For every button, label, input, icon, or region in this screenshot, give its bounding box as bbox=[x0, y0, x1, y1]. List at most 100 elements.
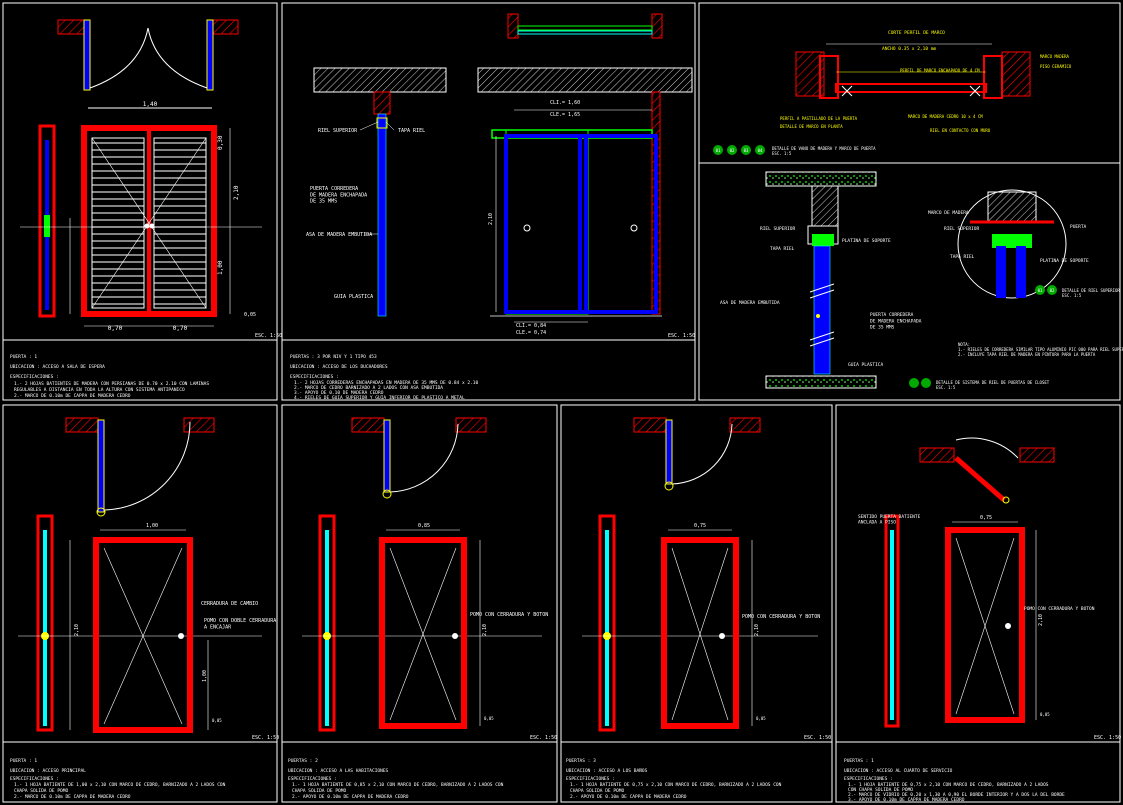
svg-text:UBICACION : ACCESO PRINCIPAL: UBICACION : ACCESO PRINCIPAL bbox=[10, 768, 86, 774]
svg-text:1.- 1 HOJA BATIENTE DE 0,75 x: 1.- 1 HOJA BATIENTE DE 0,75 x 2,10 CON M… bbox=[848, 782, 1049, 788]
p2-label-riel-superior: RIEL SUPERIOR bbox=[318, 128, 358, 134]
svg-text:2.- MARCO DE 0.10m DE CAPPA DE: 2.- MARCO DE 0.10m DE CAPPA DE MADERA CE… bbox=[14, 794, 131, 800]
p7-label-a: POMO CON CERRADURA Y BOTON bbox=[742, 614, 820, 620]
p4-tag-2: 02 bbox=[1050, 288, 1055, 293]
p6-dim-top: 0,85 bbox=[418, 523, 430, 529]
svg-text:UBICACION : ACCESO A LOS BAÑO: UBICACION : ACCESO A LOS BAÑOS bbox=[566, 767, 648, 774]
svg-text:01: 01 bbox=[716, 148, 721, 153]
panel-double-louver-door: 1,40 2,10 0,30 1,00 0,70 0,70 0,05 ESC. … bbox=[10, 19, 282, 399]
p8-dim-height: 2,10 bbox=[1038, 614, 1044, 626]
p2-dim-top1: CLI.= 1,60 bbox=[550, 100, 580, 106]
svg-text:ESPECIFICACIONES :: ESPECIFICACIONES : bbox=[290, 374, 339, 380]
svg-text:REGULABLES A DISTANCIA EN TODA: REGULABLES A DISTANCIA EN TODA LA ALTURA… bbox=[14, 387, 185, 393]
p7-floor: 0,05 bbox=[756, 716, 766, 721]
svg-text:2.- MARCO DE 0.10m DE CAPPA DE: 2.- MARCO DE 0.10m DE CAPPA DE MADERA CE… bbox=[14, 393, 131, 399]
p4-label-asa: ASA DE MADERA EMBUTIDA bbox=[720, 300, 780, 306]
p8-notes: PUERTAS : 1 UBICACION : ACCESO AL CUARTO… bbox=[844, 758, 1065, 803]
p5-notes: PUERTA : 1 UBICACION : ACCESO PRINCIPAL … bbox=[10, 758, 226, 800]
p3-subtitle: ANCHO 0.35 x 2,10 mm bbox=[882, 46, 936, 52]
svg-text:CHAPA SOLIDA DE POMO: CHAPA SOLIDA DE POMO bbox=[292, 788, 346, 794]
p1-dim-height: 2,10 bbox=[233, 185, 240, 200]
p1-dim-floor: 0,05 bbox=[244, 312, 256, 318]
svg-text:02: 02 bbox=[730, 148, 735, 153]
svg-text:3.- APOYO DE 0.10 DE MADERA CE: 3.- APOYO DE 0.10 DE MADERA CEDRO bbox=[294, 390, 384, 396]
p4-label-marco: MARCO DE MADERA bbox=[928, 210, 969, 216]
svg-text:UBICACION : ACCESO A SALA DE: UBICACION : ACCESO A SALA DE ESPERA bbox=[10, 364, 105, 370]
svg-text:2.- MARCO DE VIDRIO DE 0,20 x: 2.- MARCO DE VIDRIO DE 0,20 x 1,30 A 0,9… bbox=[848, 792, 1065, 798]
svg-text:CHAPA SOLIDA DE POMO: CHAPA SOLIDA DE POMO bbox=[14, 788, 68, 794]
svg-text:CON CHAPA SOLIDA DE POMO: CON CHAPA SOLIDA DE POMO bbox=[848, 787, 913, 793]
p4-label-riel-2: RIEL SUPERIOR bbox=[944, 226, 980, 232]
p4-label-tapa-riel: TAPA RIEL bbox=[770, 246, 795, 252]
p3-caption: DETALLE DE VANO DE MADERA Y MARCO DE PUE… bbox=[772, 146, 876, 156]
svg-text:1.- 2 HOJAS BATIENTES DE MADER: 1.- 2 HOJAS BATIENTES DE MADERA CON PERS… bbox=[14, 381, 209, 387]
svg-text:1.- 1 HOJA BATIENTE DE 0,85 x: 1.- 1 HOJA BATIENTE DE 0,85 x 2,10 CON M… bbox=[292, 782, 504, 788]
p4-label-platina-2: PLATINA DE SOPORTE bbox=[1040, 258, 1089, 264]
p5-floor: 0,05 bbox=[212, 718, 222, 723]
p2-label-guia: GUIA PLASTICA bbox=[334, 294, 373, 300]
p3-label-right-b: PISO CERAMICO bbox=[1040, 64, 1072, 69]
p7-notes: PUERTAS : 3 UBICACION : ACCESO A LOS BAÑ… bbox=[566, 758, 782, 800]
p1-dim-side-a: 0,30 bbox=[217, 135, 224, 150]
svg-text:1.- 1 HOJA BATIENTE DE 1,00 x: 1.- 1 HOJA BATIENTE DE 1,00 x 2,10 CON M… bbox=[14, 782, 226, 788]
p3-label-low-d: RIEL EN CONTACTO CON MURO bbox=[930, 128, 991, 133]
svg-text:ESPECIFICACIONES :: ESPECIFICACIONES : bbox=[10, 374, 59, 380]
p4-label-guia: GUIA PLASTICA bbox=[848, 362, 884, 368]
svg-text:UBICACION : ACCESO AL CUARTO: UBICACION : ACCESO AL CUARTO DE SERVICIO bbox=[844, 768, 953, 774]
p1-scale: ESC. 1:50 bbox=[255, 333, 282, 339]
p5-dim-top: 1,00 bbox=[146, 523, 158, 529]
svg-text:2.- APOYO DE 0.10m DE CAPPA DE: 2.- APOYO DE 0.10m DE CAPPA DE MADERA CE… bbox=[292, 794, 409, 800]
p4-label-platina: PLATINA DE SOPORTE bbox=[842, 238, 891, 244]
p2-label-asa: ASA DE MADERA EMBUTIDA bbox=[306, 232, 372, 238]
p1-dim-top: 1,40 bbox=[143, 101, 158, 108]
panel-rail-detail: RIEL SUPERIOR TAPA RIEL PLATINA DE SOPOR… bbox=[720, 171, 1123, 390]
svg-text:ESPECIFICACIONES :: ESPECIFICACIONES : bbox=[844, 776, 893, 782]
p5-label-a: CERRADURA DE CAMBIO bbox=[201, 601, 258, 607]
p7-dim-height: 2,10 bbox=[754, 624, 760, 636]
p1-dim-bottom-left: 0,70 bbox=[108, 325, 123, 332]
p6-notes: PUERTAS : 2 UBICACION : ACCESO A LAS HAB… bbox=[288, 758, 504, 800]
p7-scale: ESC. 1:50 bbox=[804, 735, 831, 741]
panel-single-door-baths: 0,75 2,10 POMO CON CERRADURA Y BOTON 0,0… bbox=[566, 417, 831, 800]
p6-floor: 0,05 bbox=[484, 716, 494, 721]
svg-text:3.- APOYO DE 0.10m DE CAPPA DE: 3.- APOYO DE 0.10m DE CAPPA DE MADERA CE… bbox=[848, 797, 965, 803]
panel-frame-detail: CORTE PERFIL DE MARCO ANCHO 0.35 x 2,10 … bbox=[713, 30, 1072, 156]
panel-sliding-door: CLI.= 1,60 CLE.= 1,65 CLI.= 0,84 CLE.= 0… bbox=[290, 13, 695, 401]
svg-text:UBICACION : ACCESO A LAS HABI: UBICACION : ACCESO A LAS HABITACIONES bbox=[288, 768, 389, 774]
p1-notes: PUERTA : 1 UBICACION : ACCESO A SALA DE … bbox=[10, 354, 209, 399]
p4-label-tapa-2: TAPA RIEL bbox=[950, 254, 975, 260]
svg-text:04: 04 bbox=[758, 148, 763, 153]
p5-dim-height: 2,10 bbox=[74, 624, 80, 636]
p8-scale: ESC. 1:50 bbox=[1094, 735, 1121, 741]
panel-single-door-rooms: 0,85 2,10 POMO CON CERRADURA Y BOTON 0,0… bbox=[288, 417, 557, 800]
p2-notes: PUERTAS : 3 POR NIV Y 1 TIPO 453 UBICACI… bbox=[290, 354, 479, 401]
p4-note-right: NOTA:1.- RIELES DE CORREDERA SIMILAR TIP… bbox=[958, 342, 1123, 357]
p8-dim-top: 0,75 bbox=[980, 515, 992, 521]
p2-dim-top2: CLE.= 1,65 bbox=[550, 112, 580, 118]
p8-floor: 0,05 bbox=[1040, 712, 1050, 717]
p3-title: CORTE PERFIL DE MARCO bbox=[888, 30, 945, 36]
svg-text:PUERTAS : 3 POR NIV Y 1 TIPO 4: PUERTAS : 3 POR NIV Y 1 TIPO 453 bbox=[290, 354, 377, 360]
svg-text:ESPECIFICACIONES :: ESPECIFICACIONES : bbox=[10, 776, 59, 782]
svg-text:PUERTAS : 3: PUERTAS : 3 bbox=[566, 758, 596, 764]
p2-dim-bottom1: CLI.= 0,84 bbox=[516, 323, 546, 329]
p7-dim-top: 0,75 bbox=[694, 523, 706, 529]
p6-label-a: POMO CON CERRADURA Y BOTON bbox=[470, 612, 548, 618]
p4-caption: DETALLE DE SISTEMA DE RIEL DE PUERTAS DE… bbox=[936, 380, 1050, 390]
svg-text:PUERTAS : 1: PUERTAS : 1 bbox=[844, 758, 874, 764]
svg-text:1.- 2 HOJAS CORREDERAS ENCHAPA: 1.- 2 HOJAS CORREDERAS ENCHAPADAS EN MAD… bbox=[294, 380, 479, 386]
svg-text:1.- 1 HOJA BATIENTE DE 0,75 x: 1.- 1 HOJA BATIENTE DE 0,75 x 2,10 CON M… bbox=[570, 782, 782, 788]
svg-text:2.- APOYO DE 0.10m DE CAPPA DE: 2.- APOYO DE 0.10m DE CAPPA DE MADERA CE… bbox=[570, 794, 687, 800]
svg-text:PUERTA : 1: PUERTA : 1 bbox=[10, 354, 37, 360]
svg-text:2.- MARCO DE CEDRO BARNIZADO A: 2.- MARCO DE CEDRO BARNIZADO A 2 LADOS C… bbox=[294, 385, 443, 391]
p6-dim-height: 2,10 bbox=[482, 624, 488, 636]
p2-dim-height: 2,10 bbox=[488, 213, 494, 225]
svg-text:4.- RIELES DE GUIA SUPERIOR Y: 4.- RIELES DE GUIA SUPERIOR Y GUIA INFER… bbox=[294, 395, 465, 401]
